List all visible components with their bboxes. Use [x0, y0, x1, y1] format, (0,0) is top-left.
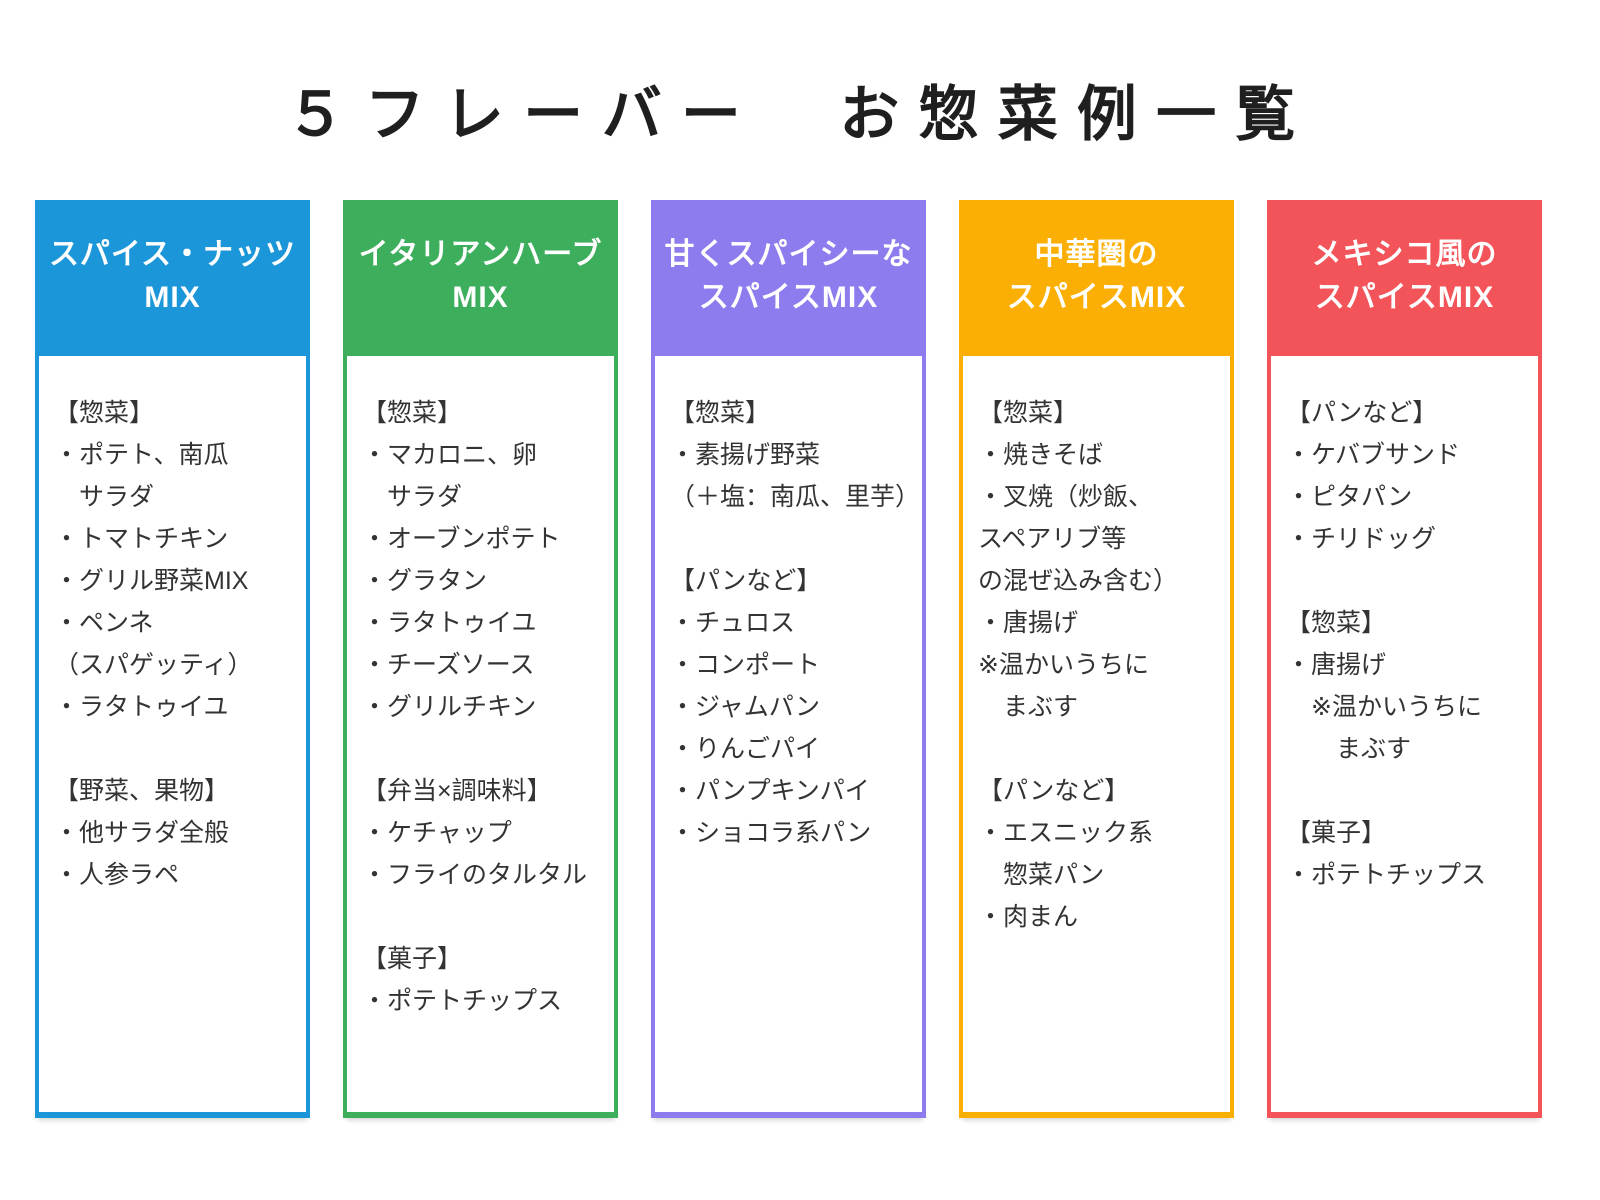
column-body-spice-nuts: 【惣菜】 ・ポテト、南瓜 サラダ ・トマトチキン ・グリル野菜MIX ・ペンネ … — [35, 352, 310, 1118]
column-header-label: 甘くスパイシーな スパイスMIX — [664, 237, 913, 315]
column-italian-herb-mix: イタリアンハーブ MIX 【惣菜】 ・マカロニ、卵 サラダ ・オーブンポテト ・… — [343, 200, 618, 1118]
flavor-columns: スパイス・ナッツ MIX 【惣菜】 ・ポテト、南瓜 サラダ ・トマトチキン ・グ… — [35, 200, 1542, 1118]
column-header-italian-herb: イタリアンハーブ MIX — [343, 200, 618, 352]
column-header-label: メキシコ風の スパイスMIX — [1311, 237, 1498, 315]
column-body-italian-herb: 【惣菜】 ・マカロニ、卵 サラダ ・オーブンポテト ・グラタン ・ラタトゥイユ … — [343, 352, 618, 1118]
column-body-chinese: 【惣菜】 ・焼きそば ・叉焼（炒飯、 スペアリブ等 の混ぜ込み含む） ・唐揚げ … — [959, 352, 1234, 1118]
column-header-label: イタリアンハーブ MIX — [358, 237, 603, 315]
column-spice-nuts-mix: スパイス・ナッツ MIX 【惣菜】 ・ポテト、南瓜 サラダ ・トマトチキン ・グ… — [35, 200, 310, 1118]
column-body-mexican: 【パンなど】 ・ケバブサンド ・ピタパン ・チリドッグ 【惣菜】 ・唐揚げ ※温… — [1267, 352, 1542, 1118]
column-mexican-spice-mix: メキシコ風の スパイスMIX 【パンなど】 ・ケバブサンド ・ピタパン ・チリド… — [1267, 200, 1542, 1118]
column-header-mexican: メキシコ風の スパイスMIX — [1267, 200, 1542, 352]
column-header-label: スパイス・ナッツ MIX — [48, 237, 297, 315]
column-header-spice-nuts: スパイス・ナッツ MIX — [35, 200, 310, 352]
column-chinese-spice-mix: 中華圏の スパイスMIX 【惣菜】 ・焼きそば ・叉焼（炒飯、 スペアリブ等 の… — [959, 200, 1234, 1118]
page-title: ５フレーバー お惣菜例一覧 — [285, 81, 1315, 148]
column-header-chinese: 中華圏の スパイスMIX — [959, 200, 1234, 352]
column-header-label: 中華圏の スパイスMIX — [1006, 237, 1187, 315]
column-sweet-spicy-mix: 甘くスパイシーな スパイスMIX 【惣菜】 ・素揚げ野菜 （＋塩：南瓜、里芋） … — [651, 200, 926, 1118]
column-header-sweet-spicy: 甘くスパイシーな スパイスMIX — [651, 200, 926, 352]
column-body-sweet-spicy: 【惣菜】 ・素揚げ野菜 （＋塩：南瓜、里芋） 【パンなど】 ・チュロス ・コンポ… — [651, 352, 926, 1118]
